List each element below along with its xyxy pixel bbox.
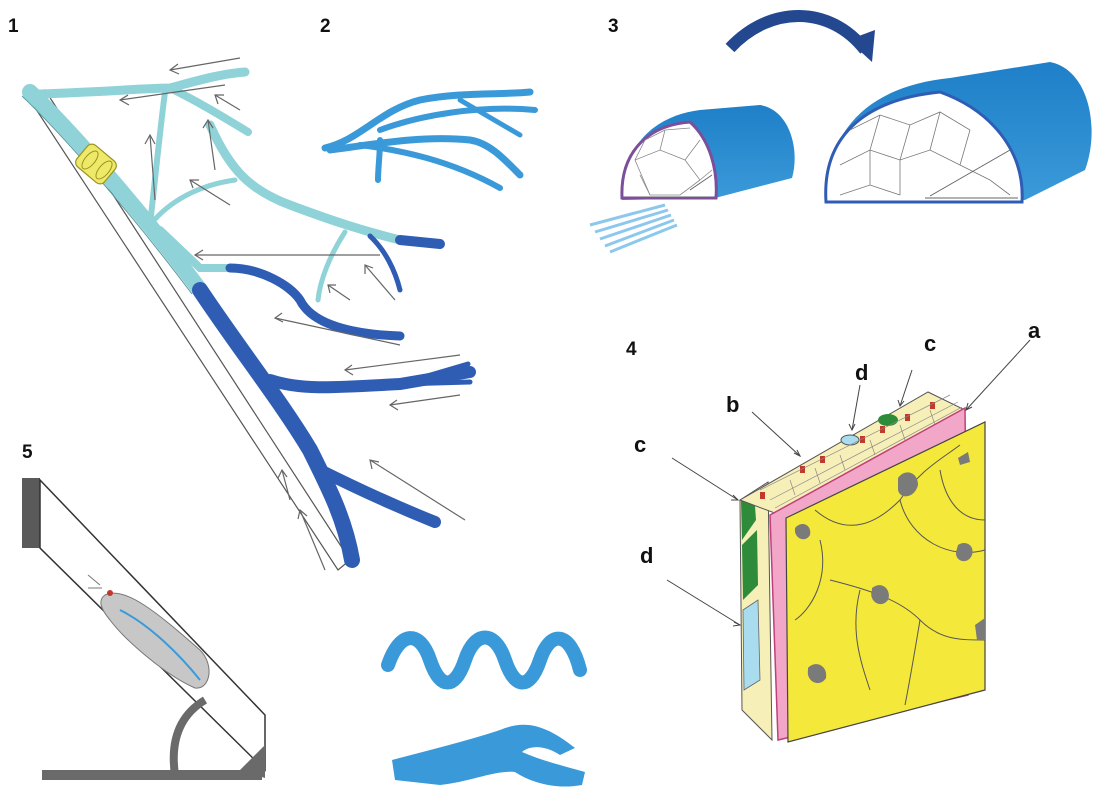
label-a-top: a [1028,318,1041,343]
main-vessel-light [30,92,200,290]
label-d-left: d [640,543,653,568]
branch-small-dark [370,236,400,290]
forked-vessel [392,725,585,787]
branch-dark-1 [230,268,400,336]
panel-number-2: 2 [320,16,331,37]
branch-upper-1 [40,72,245,94]
panel-number-1: 1 [8,16,19,37]
label-b-top: b [726,392,739,417]
panel-number-4: 4 [626,339,637,360]
branch-small-down [318,232,345,300]
panel-5-incline [22,478,265,778]
support-leg [174,700,205,775]
panel-1-vessel-tree [22,58,470,570]
main-vessel-dark [200,290,352,560]
panel-4-tissue-block: c d b d c a [634,318,1041,742]
wavy-vessel [388,638,580,683]
expansion-arrow [730,16,865,50]
label-c-top: c [924,331,936,356]
bottom-shapes [388,638,585,787]
panel-2-vessel-branch [325,92,535,188]
panel-number-5: 5 [22,442,33,463]
animal-eye [107,590,113,596]
panel-number-3: 3 [608,16,619,37]
branch-middle-dark-tip [400,240,440,244]
label-c-left: c [634,432,646,457]
wall-block [22,478,40,548]
label-d-top: d [855,360,868,385]
hatched-fan [590,205,677,252]
panel-3-vessel-wall [590,16,1092,252]
